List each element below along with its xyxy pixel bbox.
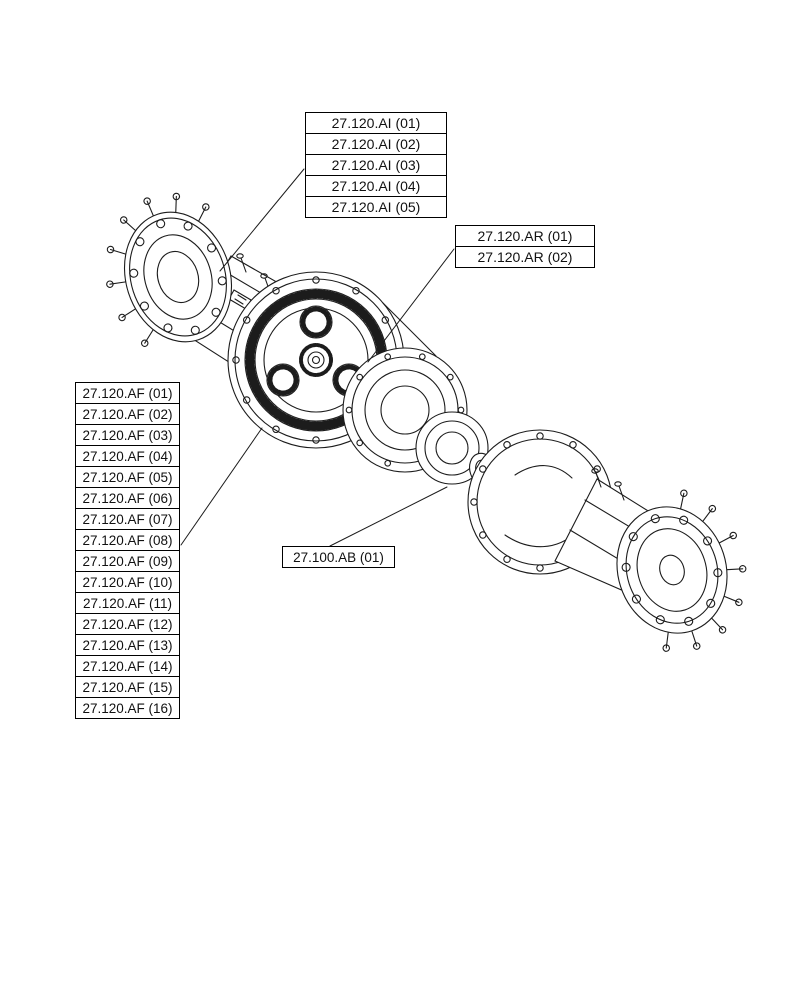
leader-lines (180, 168, 455, 547)
leader-line-ai (219, 168, 305, 272)
callout-group-ar: 27.120.AR (01) 27.120.AR (02) (455, 225, 595, 268)
flange-bolt-holes-left (129, 219, 227, 335)
planet-gear (266, 363, 300, 397)
callout-ab-01[interactable]: 27.100.AB (01) (282, 546, 395, 568)
callout-af-16[interactable]: 27.120.AF (16) (75, 697, 180, 719)
callout-ai-03[interactable]: 27.120.AI (03) (305, 154, 447, 176)
left-wheel-flange (106, 192, 233, 347)
callout-af-06[interactable]: 27.120.AF (06) (75, 487, 180, 509)
callout-ar-02[interactable]: 27.120.AR (02) (455, 246, 595, 268)
sun-gear-spline (299, 343, 333, 377)
callout-af-09[interactable]: 27.120.AF (09) (75, 550, 180, 572)
callout-af-03[interactable]: 27.120.AF (03) (75, 424, 180, 446)
callout-ai-05[interactable]: 27.120.AI (05) (305, 196, 447, 218)
callout-group-af: 27.120.AF (01) 27.120.AF (02) 27.120.AF … (75, 382, 180, 719)
callout-group-ab: 27.100.AB (01) (282, 546, 395, 568)
callout-af-13[interactable]: 27.120.AF (13) (75, 634, 180, 656)
flange-bolt-holes-right (621, 514, 723, 626)
housing-joint-line (382, 302, 437, 357)
callout-af-12[interactable]: 27.120.AF (12) (75, 613, 180, 635)
callout-ar-01[interactable]: 27.120.AR (01) (455, 225, 595, 247)
breather-plug-icon (591, 468, 625, 501)
callout-af-08[interactable]: 27.120.AF (08) (75, 529, 180, 551)
planet-gear (299, 305, 333, 339)
callout-af-07[interactable]: 27.120.AF (07) (75, 508, 180, 530)
leader-line-ar (367, 248, 455, 363)
callout-af-11[interactable]: 27.120.AF (11) (75, 592, 180, 614)
right-wheel-flange (616, 489, 747, 652)
wheel-studs-left (106, 192, 210, 347)
callout-af-05[interactable]: 27.120.AF (05) (75, 466, 180, 488)
callout-af-02[interactable]: 27.120.AF (02) (75, 403, 180, 425)
callout-af-15[interactable]: 27.120.AF (15) (75, 676, 180, 698)
leader-line-af (180, 427, 263, 546)
callout-group-ai: 27.120.AI (01) 27.120.AI (02) 27.120.AI … (305, 112, 447, 218)
callout-af-01[interactable]: 27.120.AF (01) (75, 382, 180, 404)
callout-ai-04[interactable]: 27.120.AI (04) (305, 175, 447, 197)
leader-line-ab (329, 486, 448, 547)
callout-af-10[interactable]: 27.120.AF (10) (75, 571, 180, 593)
callout-ai-01[interactable]: 27.120.AI (01) (305, 112, 447, 134)
wheel-studs-right (662, 489, 747, 652)
callout-af-04[interactable]: 27.120.AF (04) (75, 445, 180, 467)
callout-ai-02[interactable]: 27.120.AI (02) (305, 133, 447, 155)
callout-af-14[interactable]: 27.120.AF (14) (75, 655, 180, 677)
